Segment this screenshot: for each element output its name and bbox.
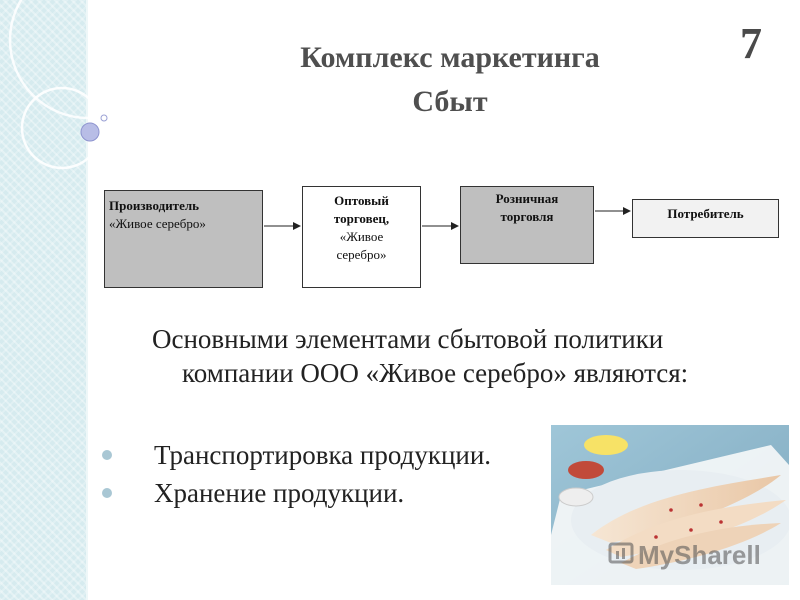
retail-label-2: торговля (500, 209, 554, 224)
lead-paragraph: Основными элементами сбытовой политики к… (120, 322, 780, 390)
bullet-item: Хранение продукции. (100, 474, 491, 512)
bullet-list: Транспортировка продукции. Хранение прод… (100, 436, 491, 512)
flow-box-producer: Производитель «Живое серебро» (104, 190, 263, 288)
wholesaler-company-2: серебро» (336, 247, 387, 262)
watermark-icon (608, 542, 634, 564)
title-line-2: Сбыт (412, 85, 488, 118)
wholesaler-label-1: Оптовый (334, 193, 389, 208)
producer-company: «Живое серебро» (109, 216, 206, 231)
bullet-text: Транспортировка продукции. (154, 440, 492, 470)
decorative-circles (8, 0, 140, 170)
flow-box-retail: Розничная торговля (460, 186, 594, 264)
watermark-text: MySharell (638, 540, 761, 570)
slide-title: Комплекс маркетинга Сбыт (150, 36, 750, 124)
title-line-1: Комплекс маркетинга (300, 41, 600, 74)
wholesaler-label-2: торговец, (333, 211, 390, 226)
bullet-dot-icon (102, 450, 112, 460)
side-decoration-strip (0, 0, 88, 600)
flow-box-wholesaler: Оптовый торговец, «Живое серебро» (302, 186, 421, 288)
bullet-text: Хранение продукции. (154, 478, 405, 508)
producer-label: Производитель (109, 198, 200, 213)
slide-number: 7 (740, 19, 762, 68)
side-strip-edge (86, 0, 88, 600)
deco-dot-small (100, 114, 108, 122)
flow-box-consumer: Потребитель (632, 199, 779, 238)
consumer-label: Потребитель (667, 206, 744, 221)
deco-dot-large (80, 122, 100, 142)
bullet-item: Транспортировка продукции. (100, 436, 491, 474)
lead-line-2: компании ООО «Живое серебро» являются: (182, 358, 689, 388)
retail-label-1: Розничная (495, 191, 559, 206)
wholesaler-company-1: «Живое (339, 229, 384, 244)
lead-line-1: Основными элементами сбытовой политики (152, 324, 664, 354)
bullet-dot-icon (102, 488, 112, 498)
